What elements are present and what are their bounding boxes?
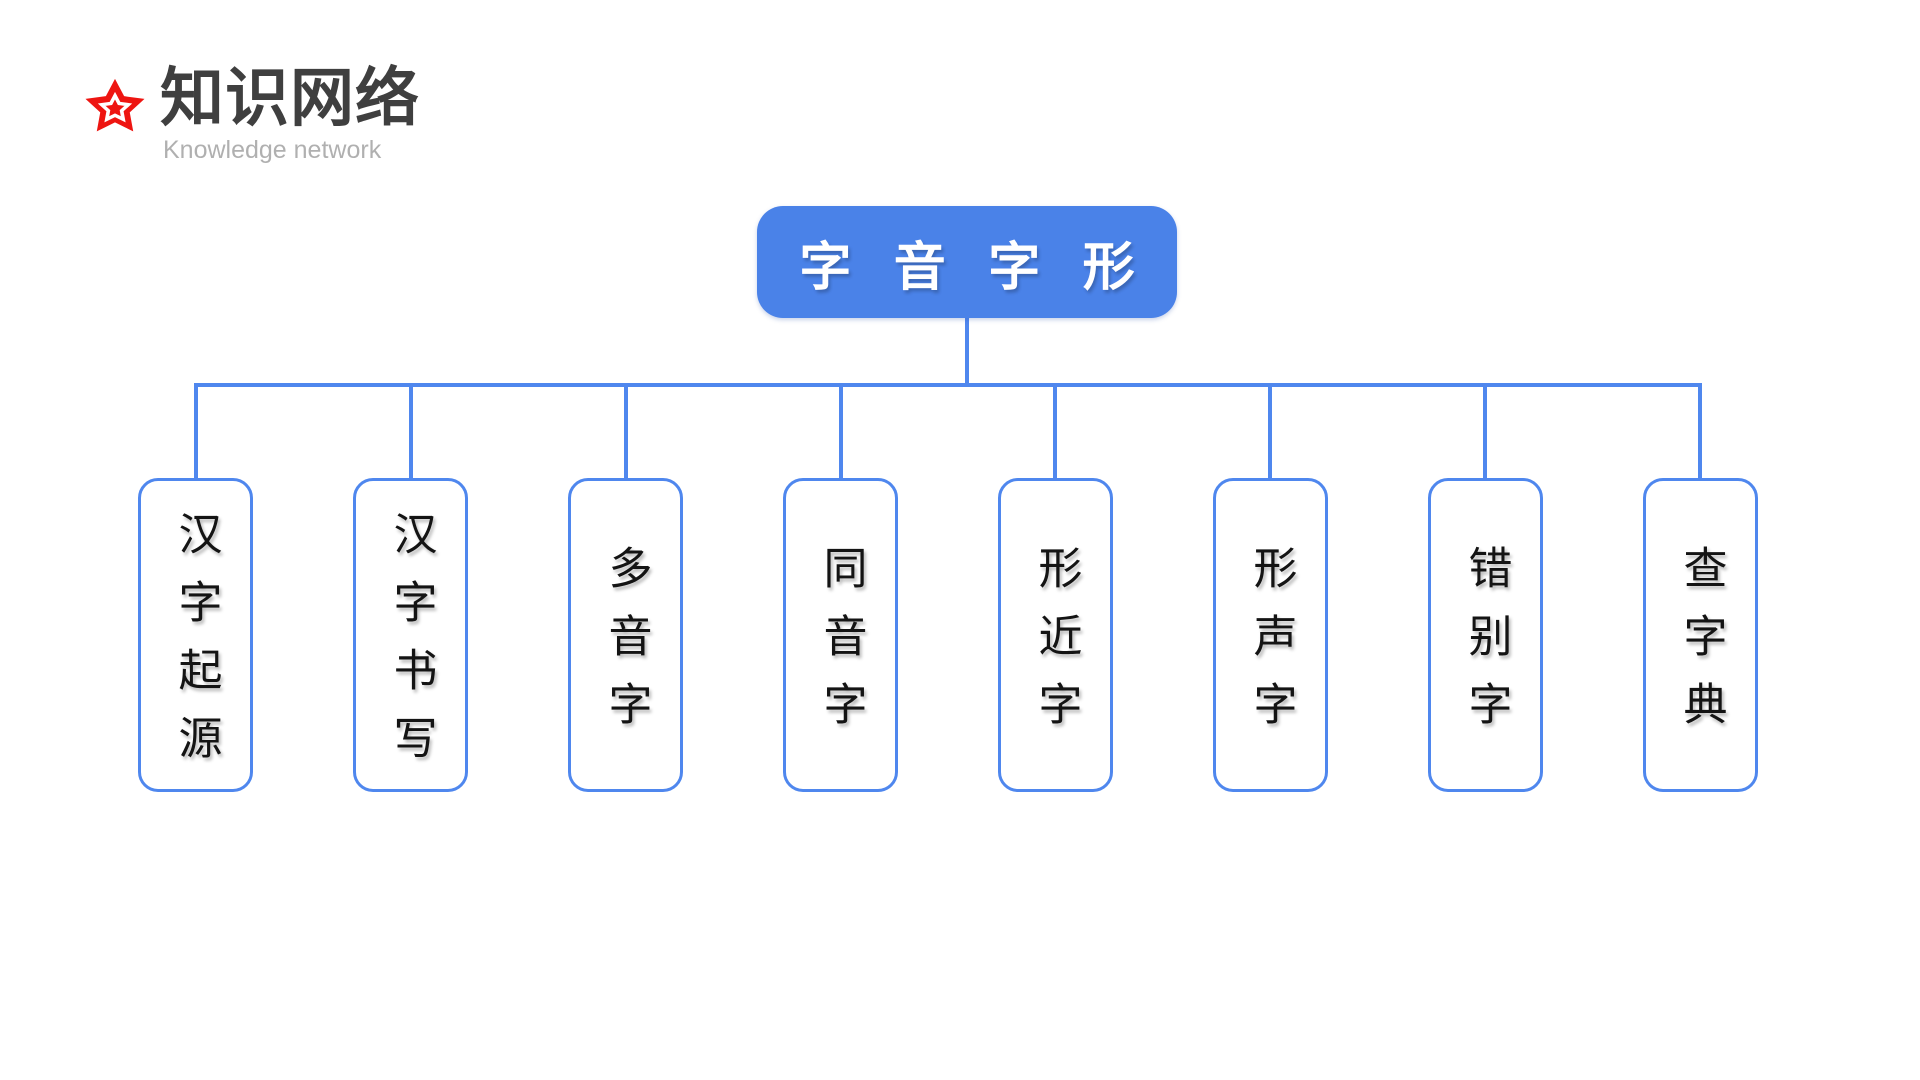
- tree-node: 形近字: [998, 478, 1113, 792]
- tree-node-label: 形声字: [1246, 545, 1296, 749]
- tree-node: 错别字: [1428, 478, 1543, 792]
- root-node: 字 音 字 形: [757, 206, 1177, 318]
- root-node-label: 字 音 字 形: [799, 238, 1149, 297]
- tree-node: 形声字: [1213, 478, 1328, 792]
- tree-node: 汉字书写: [353, 478, 468, 792]
- tree-node-label: 形近字: [1031, 545, 1081, 749]
- tree-node-label: 同音字: [816, 545, 866, 749]
- tree-node: 汉字起源: [138, 478, 253, 792]
- tree-node-label: 多音字: [601, 545, 651, 749]
- tree-node: 同音字: [783, 478, 898, 792]
- page-title: 知识网络: [160, 62, 420, 134]
- star-icon: [85, 78, 145, 132]
- tree-node-label: 汉字起源: [171, 511, 221, 783]
- tree-children-row: 汉字起源 汉字书写 多音字 同音字 形近字 形声字 错别字 查字典: [138, 478, 1758, 792]
- tree-node-label: 汉字书写: [386, 511, 436, 783]
- tree-node: 多音字: [568, 478, 683, 792]
- page-subtitle: Knowledge network: [163, 136, 382, 164]
- tree-node-label: 查字典: [1676, 545, 1726, 749]
- tree-node-label: 错别字: [1461, 545, 1511, 749]
- tree-node: 查字典: [1643, 478, 1758, 792]
